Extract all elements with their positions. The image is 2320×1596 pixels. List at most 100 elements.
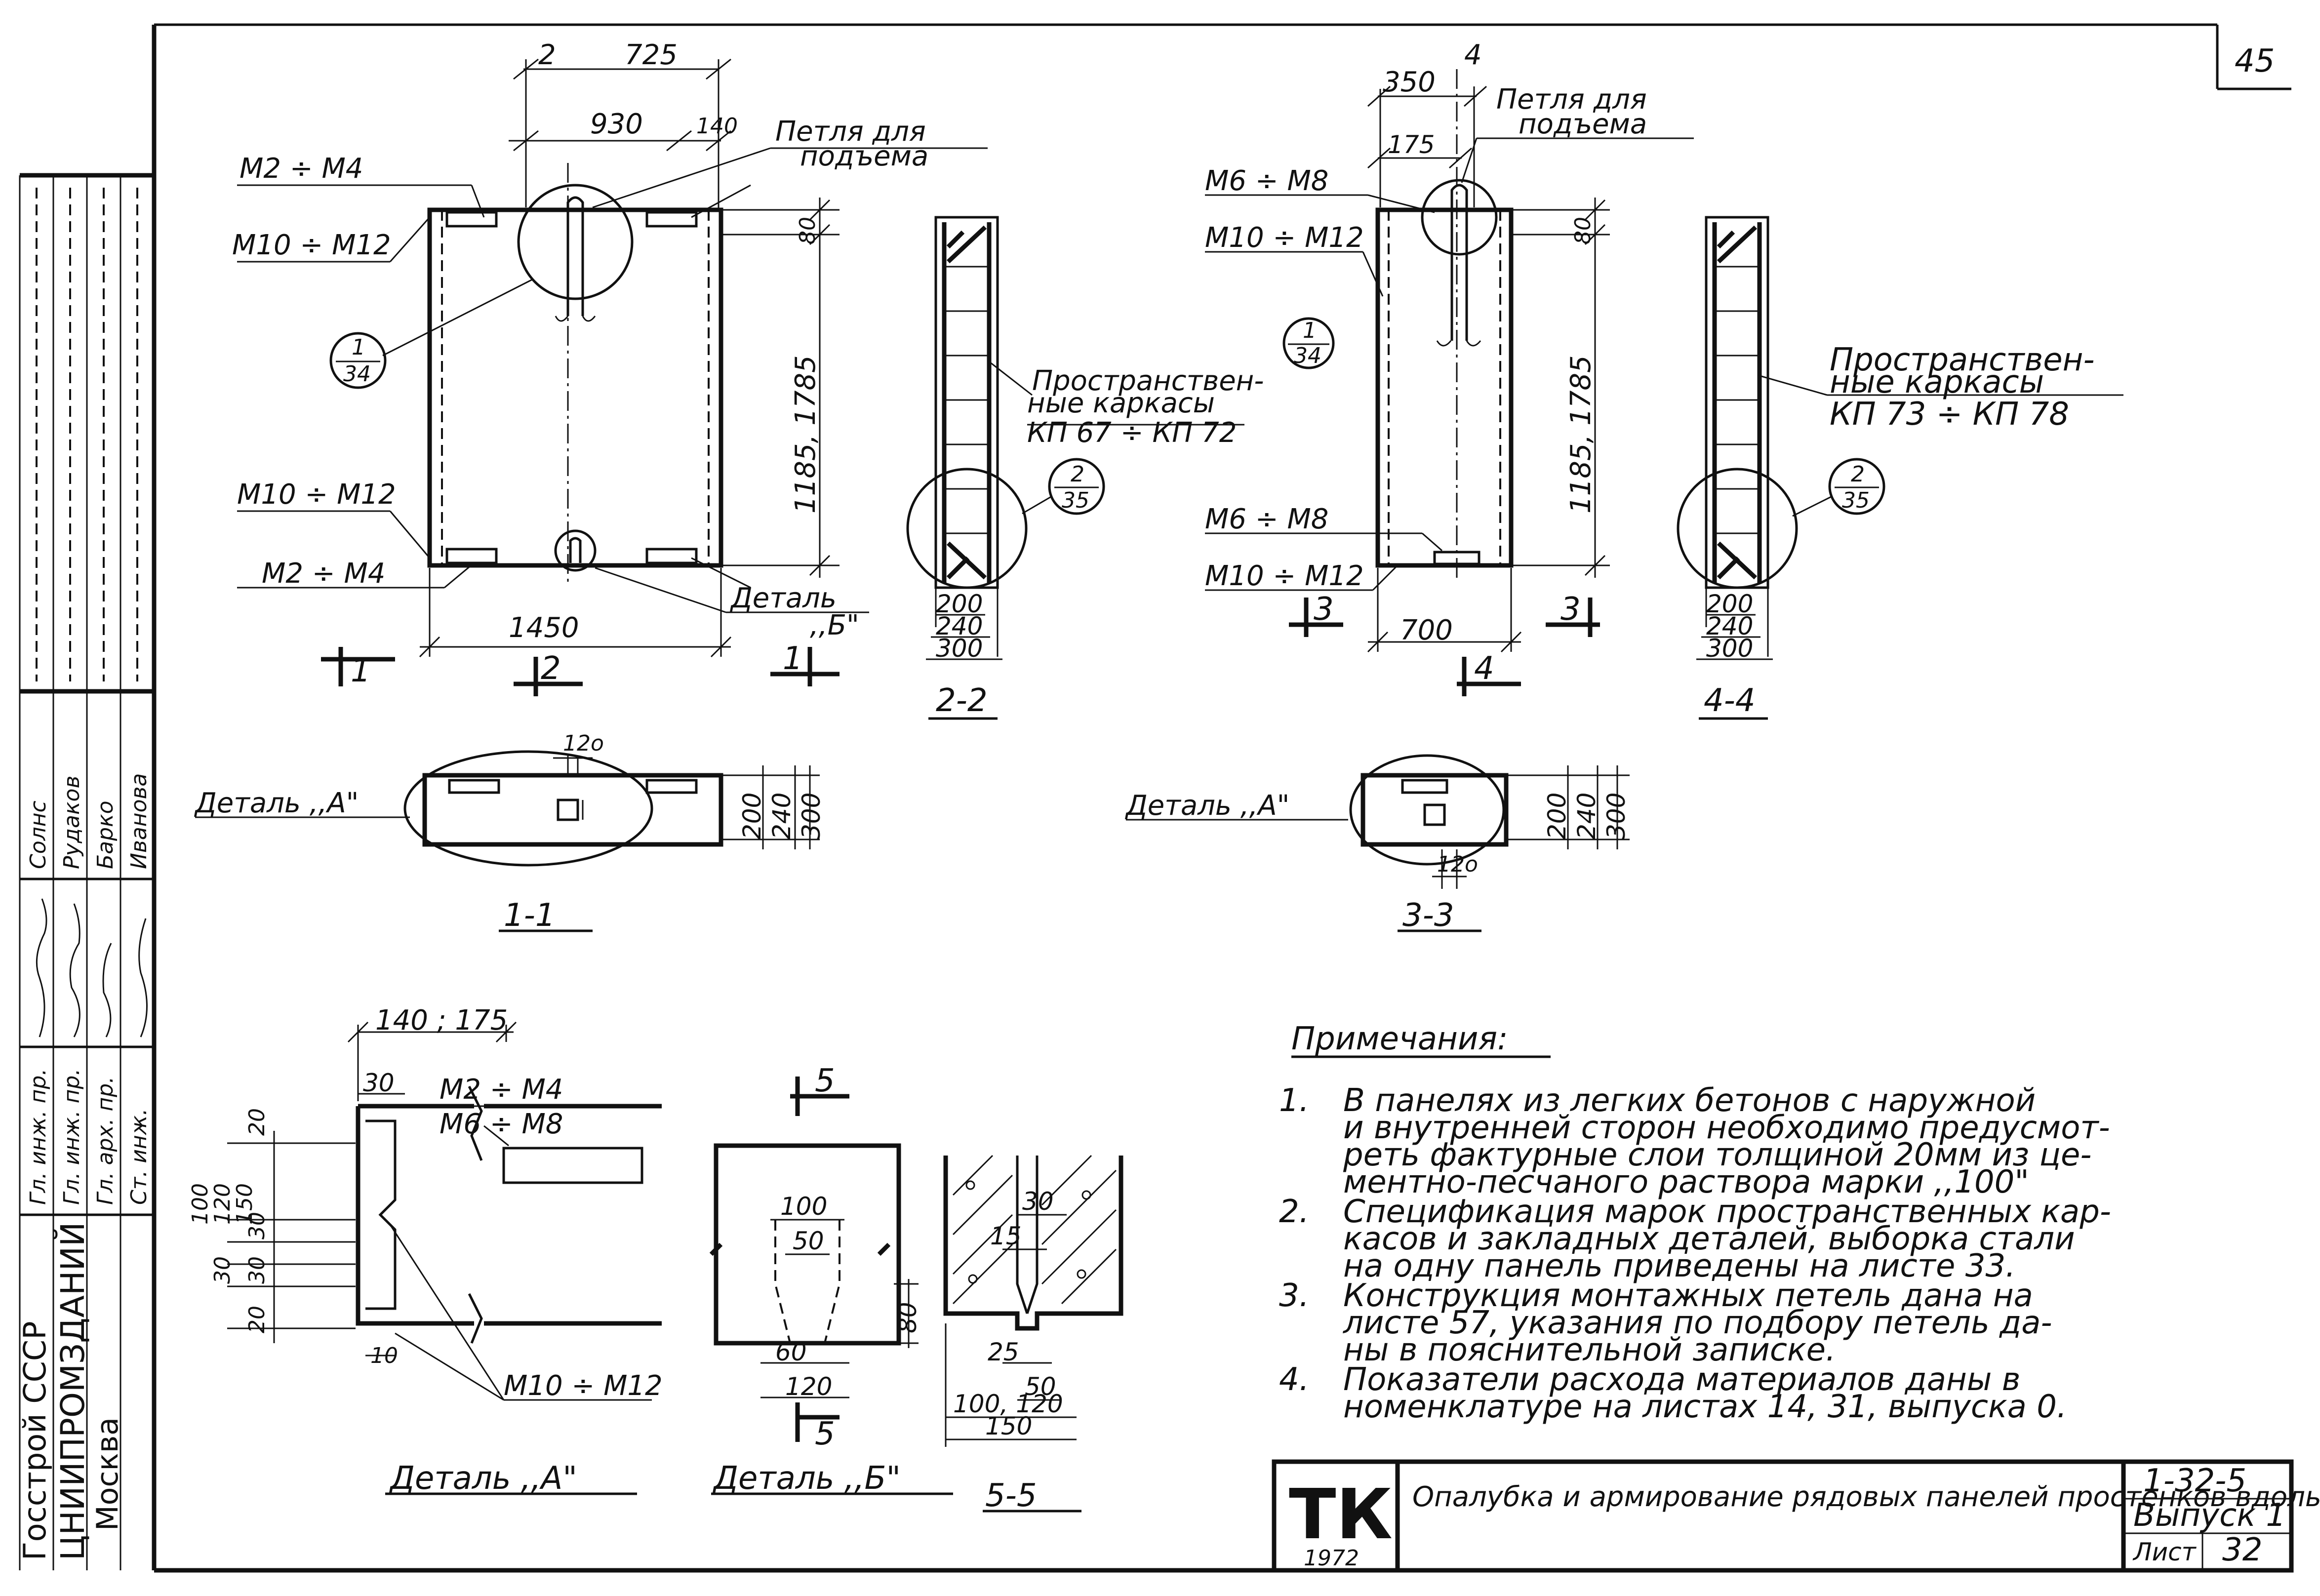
v2-cut-3b: 3 [1560, 591, 1581, 628]
v2-dim-80: 80 [1570, 217, 1596, 244]
db-dim-120: 120 [785, 1372, 832, 1401]
da-dim-100: 100 [188, 1183, 213, 1225]
s11-label: 1-1 [504, 897, 556, 934]
role-4: Ст. инж. [126, 1109, 152, 1205]
da-dim-30: 30 [363, 1069, 395, 1097]
da-m6m8: М6 ÷ М8 [440, 1108, 563, 1140]
da-dim-30b: 30 [210, 1256, 235, 1284]
role-2: Гл. инж. пр. [59, 1069, 84, 1205]
s44-frames-1: Пространствен- [1830, 342, 2095, 378]
detail-b [709, 1077, 953, 1495]
signatures [36, 898, 148, 1037]
name-3: Барко [93, 800, 118, 869]
v2-cut-3a: 3 [1314, 591, 1334, 628]
s22-label: 2-2 [936, 682, 988, 719]
v2-dim-700: 700 [1400, 614, 1453, 646]
v1-dim-140: 140 [696, 114, 738, 139]
note-1-line-2: и внутренней сторон необходимо предусмот… [1343, 1110, 2110, 1146]
v2-m6m8-top: М6 ÷ М8 [1205, 165, 1328, 197]
s22-ref-bot: 35 [1062, 488, 1089, 513]
da-m2m4: М2 ÷ М4 [440, 1074, 563, 1106]
role-1: Гл. инж. пр. [26, 1069, 51, 1205]
section-2-2 [906, 216, 1244, 720]
tb-tk: ТК [1289, 1475, 1393, 1555]
v1-dim-height: 1185, 1785 [790, 355, 822, 514]
note-3-num: 3. [1279, 1277, 1309, 1314]
view-left [237, 58, 988, 696]
v2-ref-top: 1 [1303, 318, 1317, 343]
v2-dim-height: 1185, 1785 [1565, 355, 1597, 514]
v1-loop-label-1: Петля для [775, 116, 926, 148]
v2-m10m12-top: М10 ÷ М12 [1205, 222, 1364, 254]
v1-dim-1450: 1450 [509, 612, 579, 644]
s44-frames-3: КП 73 ÷ КП 78 [1830, 396, 2069, 433]
s44-frames-2: ные каркасы [1830, 364, 2044, 400]
v1-detail-b-1: Деталь [729, 582, 837, 614]
da-dim-10b: 10 [370, 1343, 398, 1368]
note-3-line-2: листе 57, указания по подбору петель да- [1342, 1305, 2052, 1341]
org-line-2: ЦНИИПРОМЗДАНИЙ [53, 1222, 92, 1560]
s55-dim-15: 15 [990, 1222, 1022, 1250]
section-3-3 [1126, 754, 1630, 932]
s33-label: 3-3 [1402, 897, 1454, 934]
s55-dim-30: 30 [1022, 1187, 1054, 1216]
s33-d300: 300 [1602, 793, 1631, 839]
da-dim-30c: 30 [244, 1256, 270, 1284]
v2-ref-bot: 34 [1294, 343, 1321, 368]
v1-dim-2: 2 [538, 39, 556, 71]
detail-a [227, 1021, 662, 1495]
v2-m10m12-bot: М10 ÷ М12 [1205, 560, 1364, 592]
db-dim-60: 60 [775, 1338, 807, 1366]
tb-description: Опалубка и армирование рядовых панелей п… [1412, 1481, 2320, 1513]
note-3-line-1: Конструкция монтажных петель дана на [1343, 1277, 2033, 1314]
s55-dim-25: 25 [988, 1338, 1019, 1366]
role-3: Гл. арх. пр. [93, 1077, 118, 1205]
da-dim-20b: 20 [244, 1306, 270, 1333]
section-5-5 [943, 1155, 1123, 1513]
v2-dim-350: 350 [1383, 66, 1436, 98]
v1-loop-label-2: подъема [800, 140, 928, 172]
v1-cut-1b: 1 [783, 640, 803, 677]
db-cut-top: 5 [815, 1063, 835, 1099]
left-title-strip [19, 173, 154, 1570]
tb-sheet-no: 32 [2222, 1532, 2262, 1568]
v1-m10m12-top: М10 ÷ М12 [232, 229, 391, 261]
note-4-line-1: Показатели расхода материалов даны в [1343, 1361, 2020, 1398]
s44-ref-bot: 35 [1842, 488, 1870, 513]
s44-d240: 240 [1706, 612, 1753, 640]
note-1-line-1: В панелях из легких бетонов с наружной [1343, 1082, 2036, 1119]
s22-d240: 240 [936, 612, 983, 640]
tb-issue: Выпуск 1 [2133, 1497, 2286, 1534]
s22-d300: 300 [936, 634, 983, 663]
title-block-bottom [1272, 1459, 2294, 1573]
note-1-line-3: реть фактурные слои толщиной 20мм из це- [1343, 1137, 2092, 1173]
s33-d200: 200 [1543, 793, 1571, 839]
db-dim-100: 100 [780, 1192, 827, 1221]
da-dim-120: 120 [210, 1183, 235, 1225]
db-dim-50: 50 [793, 1227, 824, 1255]
s22-frames-2: ные каркасы [1027, 387, 1215, 419]
s33-d240: 240 [1572, 793, 1601, 839]
da-m10m12: М10 ÷ М12 [504, 1370, 663, 1402]
note-2-line-1: Спецификация марок пространственных кар- [1343, 1194, 2111, 1230]
s11-d300: 300 [797, 793, 826, 839]
s22-frames-1: Пространствен- [1032, 365, 1264, 397]
s44-ref-top: 2 [1851, 462, 1865, 487]
v1-dim-80: 80 [795, 217, 820, 244]
name-4: Иванова [126, 773, 152, 869]
tb-series: 1-32-5 [2143, 1463, 2246, 1499]
note-1-line-4: ментно-песчаного раствора марки ,,100" [1343, 1164, 2029, 1200]
section-4-4 [1677, 216, 2123, 720]
s22-d200: 200 [936, 590, 983, 618]
da-dim-20a: 20 [244, 1108, 270, 1136]
v1-ref-top: 1 [352, 335, 365, 360]
s33-d12: 12о [1437, 852, 1478, 877]
s22-ref-top: 2 [1071, 462, 1084, 487]
v2-loop-label-1: Петля для [1496, 83, 1647, 116]
org-line-3: Москва [90, 1417, 125, 1531]
da-dim-140-175: 140 ; 175 [375, 1004, 508, 1037]
da-dim-30a: 30 [244, 1212, 270, 1239]
s22-frames-3: КП 67 ÷ КП 72 [1027, 417, 1237, 449]
s55-dim-150: 150 [985, 1412, 1032, 1440]
